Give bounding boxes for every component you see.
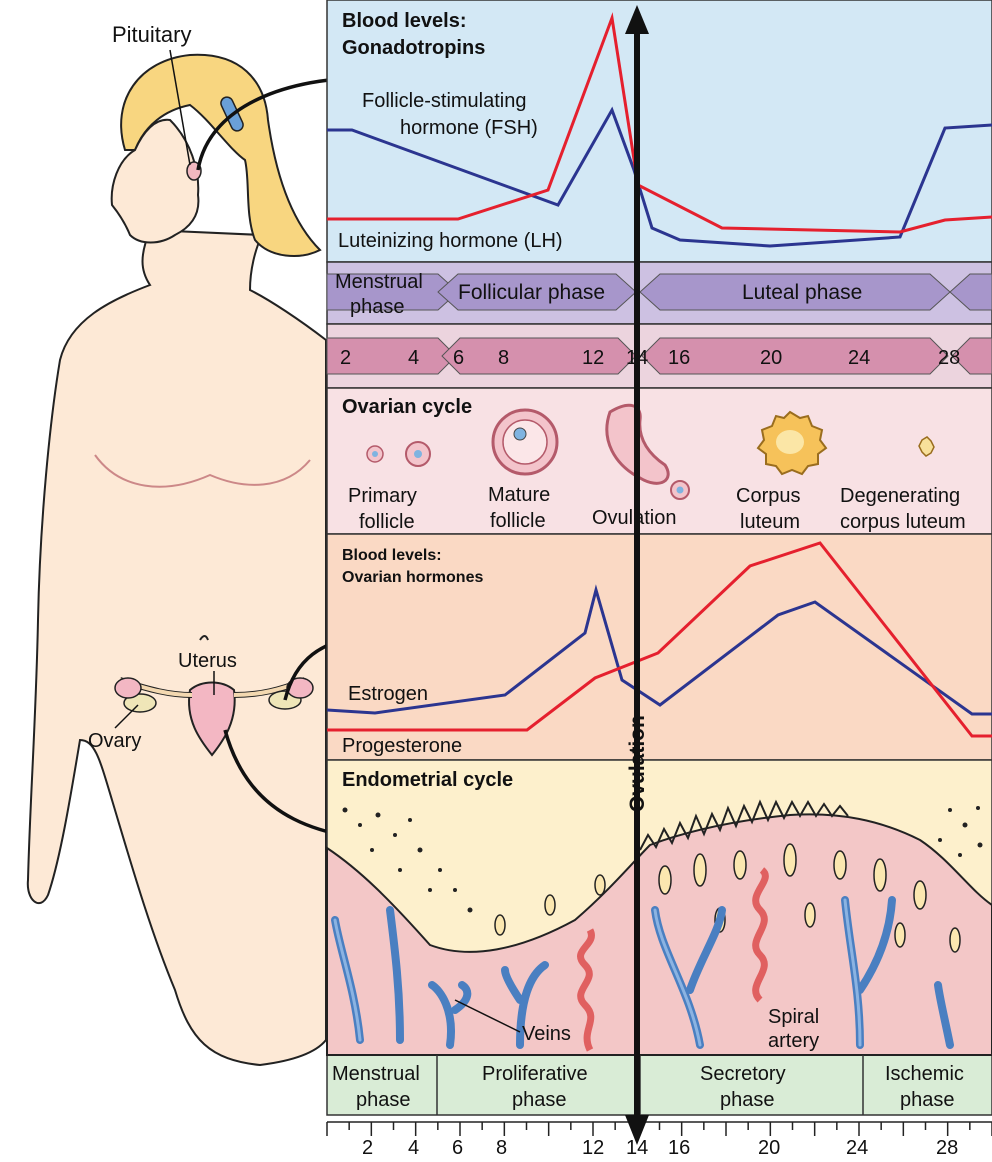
pituitary-label: Pituitary bbox=[112, 22, 191, 47]
day-bottom-16: 16 bbox=[668, 1137, 690, 1159]
endometrial-title: Endometrial cycle bbox=[342, 769, 513, 791]
menstrual-debris bbox=[342, 806, 983, 913]
estrogen-curve bbox=[326, 584, 992, 716]
endometrial-glands bbox=[494, 843, 961, 953]
ovulation-arrow-down bbox=[625, 1115, 649, 1145]
day-top-20: 20 bbox=[760, 347, 782, 369]
secretory-phase-2: phase bbox=[720, 1089, 775, 1111]
lh-label: Luteinizing hormone (LH) bbox=[338, 230, 563, 252]
day-bottom-6: 6 bbox=[452, 1137, 463, 1159]
mature-follicle-label-2: follicle bbox=[490, 510, 546, 532]
day-top-12: 12 bbox=[582, 347, 604, 369]
next-menstrual-arrow bbox=[949, 273, 992, 311]
degenerating-corpus-luteum bbox=[918, 436, 935, 457]
body-silhouette bbox=[26, 228, 327, 1067]
menstrual-phase-bottom-1: Menstrual bbox=[332, 1063, 420, 1085]
uterus-label: Uterus bbox=[178, 650, 237, 672]
degenerating-label-2: corpus luteum bbox=[840, 511, 966, 533]
ovulation-arrow-up bbox=[625, 5, 649, 34]
follicular-phase-label: Follicular phase bbox=[458, 281, 605, 304]
ovary-leader bbox=[114, 704, 139, 729]
menstrual-phase-top-1: Menstrual bbox=[335, 271, 423, 293]
ovulation-axis-label: Ovulation bbox=[626, 715, 649, 812]
chest-contour bbox=[94, 454, 311, 488]
face bbox=[110, 118, 200, 244]
day-bottom-14: 14 bbox=[626, 1137, 648, 1159]
endometrium: Endometrial cycle bbox=[326, 769, 992, 1056]
bottom-day-axis: 2 4 6 8 12 14 16 20 24 28 bbox=[326, 1121, 992, 1159]
pituitary-leader bbox=[169, 49, 191, 166]
degenerating-label-1: Degenerating bbox=[840, 485, 960, 507]
estrogen-label: Estrogen bbox=[348, 683, 428, 705]
fsh-label-2: hormone (FSH) bbox=[400, 117, 538, 139]
day-top-24: 24 bbox=[848, 347, 870, 369]
hair bbox=[120, 53, 322, 257]
proliferative-phase-2: phase bbox=[512, 1089, 567, 1111]
top-phase-arrows: Menstrual phase Follicular phase Luteal … bbox=[326, 271, 992, 318]
fsh-curve bbox=[327, 106, 992, 248]
menstrual-phase-top-2: phase bbox=[350, 296, 405, 318]
day-top-6: 6 bbox=[453, 347, 464, 369]
primary-follicle-label-1: Primary bbox=[348, 485, 417, 507]
spiral-artery-label-2: artery bbox=[768, 1030, 819, 1052]
follicular-arrow bbox=[437, 273, 637, 311]
day-top-2: 2 bbox=[340, 347, 351, 369]
day-bottom-4: 4 bbox=[408, 1137, 419, 1159]
day-bottom-20: 20 bbox=[758, 1137, 780, 1159]
ovarian-cycle-title: Ovarian cycle bbox=[342, 396, 472, 418]
day-top-28: 28 bbox=[938, 347, 960, 369]
corpus-luteum-label-2: luteum bbox=[740, 511, 800, 533]
gonadotropins-title-2: Gonadotropins bbox=[342, 37, 485, 59]
day-bottom-2: 2 bbox=[362, 1137, 373, 1159]
day-top-4: 4 bbox=[408, 347, 419, 369]
gonadotropins-title-1: Blood levels: bbox=[342, 10, 466, 32]
ovarian-hormones-panel bbox=[326, 533, 992, 761]
luteal-phase-label: Luteal phase bbox=[742, 281, 862, 304]
ovary-label: Ovary bbox=[88, 730, 141, 752]
ovarian-hormones-title-2: Ovarian hormones bbox=[342, 569, 483, 586]
cycle-panels bbox=[326, 0, 992, 1116]
day-bottom-28: 28 bbox=[936, 1137, 958, 1159]
corpus-luteum-label-1: Corpus bbox=[736, 485, 800, 507]
menstrual-phase-bottom-2: phase bbox=[356, 1089, 411, 1111]
left-ovary bbox=[123, 693, 157, 713]
veins-leader bbox=[454, 999, 521, 1033]
fsh-label-1: Follicle-stimulating bbox=[362, 90, 527, 112]
spiral-artery-2 bbox=[752, 867, 769, 1003]
progesterone-curve bbox=[327, 541, 992, 738]
navel bbox=[199, 635, 209, 641]
day-top-8: 8 bbox=[498, 347, 509, 369]
ovulation-axis: Ovulation bbox=[625, 5, 649, 1145]
proliferative-phase-1: Proliferative bbox=[482, 1063, 588, 1085]
day-bottom-12: 12 bbox=[582, 1137, 604, 1159]
ischemic-phase-2: phase bbox=[900, 1089, 955, 1111]
secretory-phase-1: Secretory bbox=[700, 1063, 786, 1085]
bottom-phase-band bbox=[326, 1054, 992, 1116]
day-bottom-8: 8 bbox=[496, 1137, 507, 1159]
progesterone-label: Progesterone bbox=[342, 735, 462, 757]
day-bottom-24: 24 bbox=[846, 1137, 868, 1159]
primary-follicle-label-2: follicle bbox=[359, 511, 415, 533]
day-top-16: 16 bbox=[668, 347, 690, 369]
ovarian-hormones-title-1: Blood levels: bbox=[342, 547, 442, 564]
spiral-artery-label-1: Spiral bbox=[768, 1006, 819, 1028]
ischemic-phase-1: Ischemic bbox=[885, 1063, 964, 1085]
spiral-artery-1 bbox=[577, 928, 595, 1052]
endometrial-surface bbox=[639, 799, 849, 851]
top-day-arrows: 2 4 6 8 12 14 16 20 24 28 bbox=[326, 337, 992, 375]
veins-label: Veins bbox=[522, 1023, 571, 1045]
female-figure: Pituitary Uterus Ovary bbox=[26, 22, 417, 1067]
mature-follicle-label-1: Mature bbox=[488, 484, 550, 506]
veins-core bbox=[333, 898, 862, 1047]
